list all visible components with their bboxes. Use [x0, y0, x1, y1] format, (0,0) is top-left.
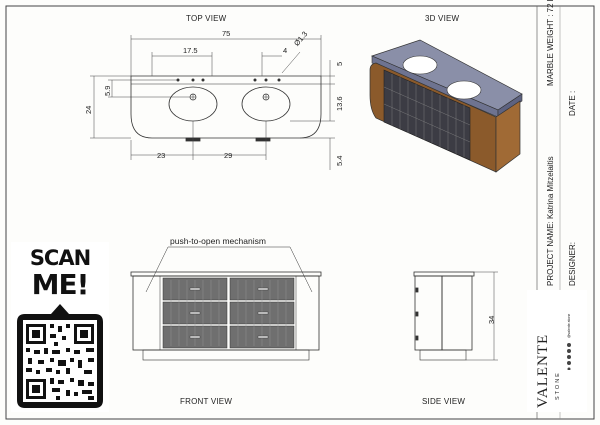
side-view-title: SIDE VIEW	[422, 397, 466, 406]
annotation-leaders	[145, 246, 313, 293]
front-view-title: FRONT VIEW	[180, 397, 233, 406]
side-view-countertop	[413, 271, 475, 277]
dim-front-offset: 5.4	[335, 155, 344, 166]
dim-depth: 24	[84, 105, 93, 114]
top-view-dimension-lines	[90, 35, 335, 170]
tap-holes	[176, 78, 281, 82]
front-view-plinth	[142, 349, 310, 361]
designer-label: DESIGNER:	[568, 241, 577, 286]
sheet-border	[5, 5, 595, 420]
scan-me-block: SCAN ME!	[11, 242, 109, 412]
dim-hole-spacing: 4	[283, 46, 288, 55]
qr-code-icon[interactable]	[11, 300, 109, 410]
front-view-countertop	[130, 271, 322, 277]
dim-basin-depth: 13.6	[335, 96, 344, 111]
top-view-outline	[130, 75, 322, 139]
social-media-icon	[567, 343, 571, 371]
date-label: DATE :	[568, 90, 577, 116]
drawer-handles	[189, 287, 269, 339]
push-to-open-annotation: push-to-open mechanism	[170, 236, 266, 246]
3d-view-drawing	[369, 39, 523, 173]
valente-stone-logo: VALENTE STONE @valente.stone	[527, 290, 587, 412]
left-basin-outline	[168, 86, 218, 122]
side-view-dimension-lines	[466, 271, 498, 361]
3d-left-basin	[402, 55, 438, 75]
dim-left-to-basin: 23	[157, 151, 166, 160]
marble-weight-label: MARBLE WEIGHT : 72 kg	[546, 0, 555, 86]
dim-basin-spacing: 29	[224, 151, 233, 160]
3d-wood-side	[495, 100, 521, 173]
drawer-grooves	[170, 280, 287, 346]
scan-me-line1: SCAN	[29, 246, 91, 270]
scan-me-line2: ME!	[31, 268, 90, 301]
project-name-label: PROJECT NAME: Katrina Mitzelaitis	[546, 156, 555, 286]
side-view-body	[441, 275, 473, 351]
top-view-drawing	[130, 75, 322, 142]
3d-right-basin	[446, 80, 482, 100]
side-view-drawer-front	[414, 275, 443, 351]
dim-overall-width: 75	[222, 29, 231, 38]
dim-height: 34	[487, 315, 496, 324]
logo-brand: VALENTE	[535, 333, 551, 408]
top-view-title: TOP VIEW	[186, 14, 227, 23]
dim-tap-spacing: 17.5	[183, 46, 198, 55]
front-view-drawing	[130, 271, 322, 361]
right-front-handle	[255, 137, 271, 142]
front-view-drawers	[162, 277, 295, 349]
social-icons	[566, 342, 572, 404]
logo-handle: @valente.stone	[567, 313, 571, 338]
3d-drawer-panel	[383, 69, 471, 161]
3d-view-title: 3D VIEW	[425, 14, 460, 23]
side-view-drawing	[413, 271, 475, 361]
dim-back-offset: 5	[335, 61, 344, 66]
side-view-plinth	[419, 349, 467, 361]
logo-sub: STONE	[555, 371, 561, 400]
dim-tap-offset: 5.9	[103, 85, 112, 96]
right-basin-outline	[241, 86, 291, 122]
